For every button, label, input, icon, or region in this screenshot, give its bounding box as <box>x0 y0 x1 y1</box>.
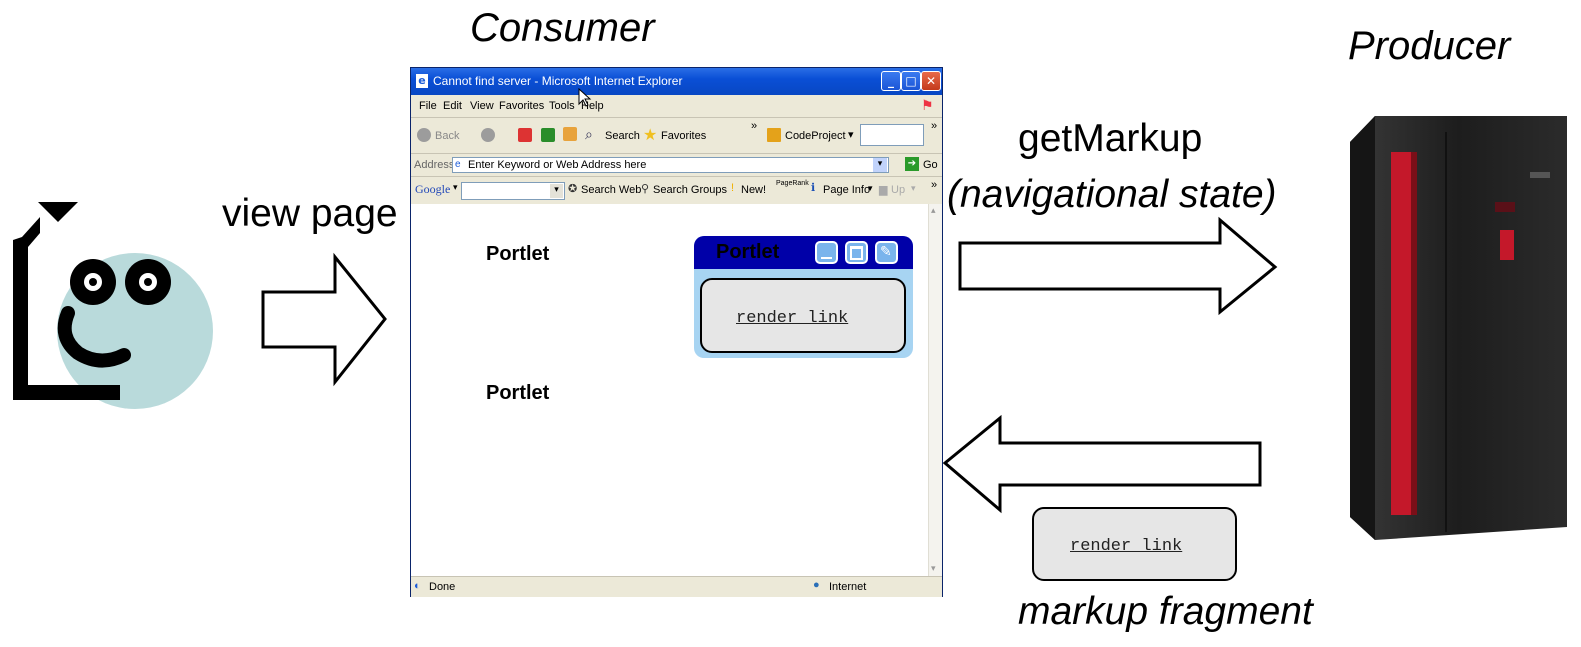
status-text: Done <box>429 581 456 593</box>
maximize-button[interactable]: □ <box>901 71 921 91</box>
favorites-icon[interactable]: ★ <box>643 127 658 144</box>
back-button[interactable]: Back <box>435 130 460 142</box>
fragment-render-link: render link <box>1070 537 1183 556</box>
search-icon[interactable]: ⌕ <box>585 126 593 142</box>
portlet-edit-button[interactable]: ✎ <box>875 241 898 264</box>
new-icon: ! <box>731 182 735 194</box>
portlet-titlebar: Portlet ✎ <box>694 236 913 269</box>
producer-label: Producer <box>1348 24 1511 68</box>
search-web-button[interactable]: Search Web <box>581 184 642 196</box>
pencil-icon: ✎ <box>880 243 892 259</box>
scroll-down-icon[interactable]: ▾ <box>931 563 936 573</box>
address-label: Address <box>414 159 455 171</box>
up-button[interactable]: Up <box>891 184 906 196</box>
page-info-arrow-icon[interactable]: ▾ <box>868 183 873 193</box>
navigational-state-label: (navigational state) <box>947 173 1277 216</box>
fragment-render-link-box: render link <box>1032 507 1237 581</box>
back-icon[interactable] <box>417 128 431 142</box>
markup-fragment-arrow <box>942 414 1262 514</box>
menu-file[interactable]: File <box>419 100 437 112</box>
search-web-icon: ✪ <box>568 183 578 195</box>
google-logo[interactable]: Google <box>415 182 451 196</box>
portlet-minimize-button[interactable] <box>815 241 838 264</box>
vertical-scrollbar[interactable]: ▴ ▾ <box>928 204 942 576</box>
address-value: Enter Keyword or Web Address here <box>468 159 647 171</box>
get-markup-arrow <box>958 216 1278 316</box>
close-button[interactable]: ✕ <box>921 71 941 91</box>
dropdown-arrow-icon[interactable]: ▾ <box>848 129 854 141</box>
portlet-window: Portlet ✎ render link <box>694 236 913 358</box>
google-toolbar: Google ▾ ▾ ✪ Search Web ⚲ Search Groups … <box>411 177 942 204</box>
menu-edit[interactable]: Edit <box>443 100 462 112</box>
go-button[interactable]: Go <box>923 159 938 171</box>
google-bar-chevron-icon[interactable]: » <box>931 179 938 191</box>
view-page-label: view page <box>222 192 398 235</box>
consumer-label: Consumer <box>470 6 655 50</box>
status-bar: ◐ Done ● Internet <box>411 576 942 597</box>
address-dropdown-icon[interactable]: ▾ <box>873 158 887 172</box>
go-icon[interactable]: ➔ <box>905 157 919 171</box>
internet-zone-label: Internet <box>829 581 867 593</box>
status-done-icon: ◐ <box>414 580 421 592</box>
portlet-1-title: Portlet <box>486 243 550 265</box>
search-groups-button[interactable]: Search Groups <box>653 184 727 196</box>
get-markup-label: getMarkup <box>1018 117 1203 160</box>
internet-zone-icon: ● <box>813 579 820 591</box>
up-icon: ▆ <box>879 184 888 196</box>
view-page-arrow <box>261 252 387 387</box>
google-search-dropdown-icon[interactable]: ▾ <box>550 184 563 198</box>
google-search-input[interactable]: ▾ <box>461 182 565 200</box>
page-info-icon: ℹ <box>811 182 816 194</box>
windows-flag-icon: ⚑ <box>921 97 934 113</box>
forward-icon[interactable] <box>481 128 495 142</box>
portlet-2-title: Portlet <box>486 382 550 404</box>
page-info-button[interactable]: Page Info <box>823 184 871 196</box>
scroll-up-icon[interactable]: ▴ <box>931 205 936 215</box>
toolbar-chevron-icon[interactable]: » <box>931 120 938 132</box>
search-groups-icon: ⚲ <box>641 183 650 195</box>
menu-favorites[interactable]: Favorites <box>499 100 545 112</box>
user-icon <box>13 202 213 409</box>
codeproject-button[interactable]: CodeProject <box>785 130 846 142</box>
google-menu-arrow-icon[interactable]: ▾ <box>453 182 458 192</box>
favorites-button[interactable]: Favorites <box>661 130 707 142</box>
mouse-cursor-icon <box>578 88 592 107</box>
home-icon[interactable] <box>563 127 577 141</box>
portlet-window-title: Portlet <box>716 241 780 263</box>
menu-bar: File Edit View Favorites Tools Help ⚑ <box>411 95 942 117</box>
codeproject-icon <box>767 128 781 142</box>
pagerank-indicator: PageRank <box>776 180 809 187</box>
toolbar-search-input[interactable] <box>860 124 924 146</box>
refresh-icon[interactable] <box>541 128 555 142</box>
browser-titlebar: e Cannot find server - Microsoft Interne… <box>411 68 942 95</box>
new-button[interactable]: New! <box>741 184 767 196</box>
address-input[interactable]: e Enter Keyword or Web Address here ▾ <box>452 157 889 173</box>
search-button[interactable]: Search <box>605 130 640 142</box>
standard-toolbar: Back ⌕ Search ★ Favorites » CodeProject … <box>411 118 942 153</box>
toolbar-chevron-icon[interactable]: » <box>751 120 758 132</box>
portlet-render-link[interactable]: render link <box>736 309 849 328</box>
stop-icon[interactable] <box>518 128 532 142</box>
address-bar: Address e Enter Keyword or Web Address h… <box>411 154 942 176</box>
browser-window: e Cannot find server - Microsoft Interne… <box>410 67 943 597</box>
ie-icon: e <box>416 74 428 88</box>
up-arrow-icon[interactable]: ▾ <box>911 183 916 193</box>
portlet-render-link-box: render link <box>700 278 906 353</box>
menu-view[interactable]: View <box>470 100 494 112</box>
browser-title: Cannot find server - Microsoft Internet … <box>433 74 683 88</box>
menu-tools[interactable]: Tools <box>549 100 575 112</box>
minimize-button[interactable]: _ <box>881 71 901 91</box>
markup-fragment-label: markup fragment <box>1018 590 1313 633</box>
address-page-icon: e <box>455 159 461 170</box>
portlet-maximize-button[interactable] <box>845 241 868 264</box>
server-image <box>1350 116 1567 540</box>
